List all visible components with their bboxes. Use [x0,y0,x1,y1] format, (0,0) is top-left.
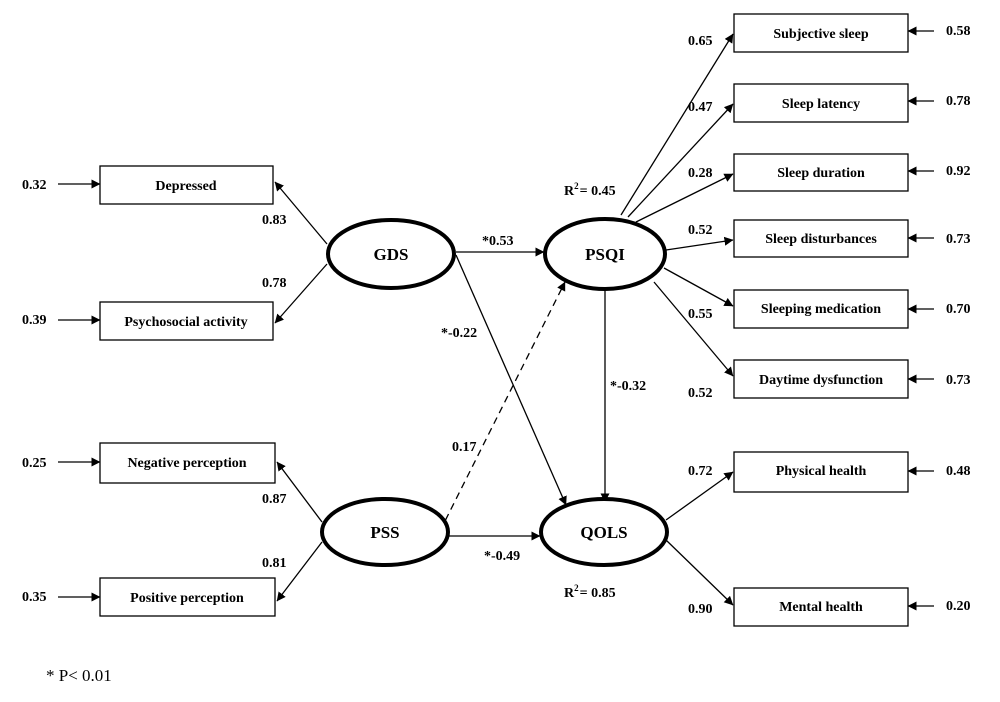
error-value-psychosocial-activity: 0.39 [22,313,47,328]
loading-arrow-qols-mental-health [665,539,734,606]
loading-value-mental-health: 0.90 [688,602,713,617]
path-arrow-gds-qols [455,254,567,506]
latent-label-pss: PSS [370,523,399,542]
latent-node-gds [326,218,456,290]
indicator-box-psychosocial-activity [99,301,274,341]
loading-arrow-pss-negative-perception [276,461,323,523]
indicator-box-depressed [99,165,274,205]
indicator-label-daytime-dysfunction: Daytime dysfunction [759,373,883,388]
error-value-sleep-duration: 0.92 [946,164,971,179]
error-value-sleep-latency: 0.78 [946,94,971,109]
latent-node-pss [320,497,450,567]
path-coef-pss-qols: *-0.49 [484,549,520,564]
indicator-label-mental-health: Mental health [779,600,863,615]
loading-arrow-pss-positive-perception [276,541,323,602]
indicator-label-negative-perception: Negative perception [127,456,246,471]
loading-arrow-gds-depressed [274,181,328,245]
error-value-negative-perception: 0.25 [22,456,47,471]
latent-node-psqi [543,217,667,291]
latent-node-qols [539,497,669,567]
path-arrow-pss-psqi [439,281,566,532]
error-value-sleeping-medication: 0.70 [946,302,971,317]
path-coef-gds-qols: *-0.22 [441,326,477,341]
error-value-positive-perception: 0.35 [22,590,47,605]
loading-arrow-psqi-sleeping-medication [663,267,734,307]
indicator-box-negative-perception [99,442,276,484]
latent-label-gds: GDS [374,245,409,264]
path-coef-pss-psqi: 0.17 [452,440,477,455]
error-value-sleep-disturbances: 0.73 [946,232,971,247]
indicator-box-positive-perception [99,577,276,617]
significance-footnote: * P< 0.01 [46,666,112,685]
indicator-box-subjective-sleep [733,13,909,53]
error-value-subjective-sleep: 0.58 [946,24,971,39]
loading-arrow-gds-psychosocial-activity [274,263,328,324]
loading-arrow-psqi-subjective-sleep [620,33,734,216]
loading-arrow-psqi-sleep-disturbances [665,236,734,251]
loading-value-sleep-duration: 0.28 [688,166,713,181]
indicator-box-sleep-latency [733,83,909,123]
path-coef-psqi-qols: *-0.32 [610,379,646,394]
indicator-label-psychosocial-activity: Psychosocial activity [124,315,247,330]
indicator-label-sleep-latency: Sleep latency [782,97,860,112]
r-squared-psqi: R2= 0.45 [564,181,616,199]
latent-label-psqi: PSQI [585,245,625,264]
loading-value-daytime-dysfunction: 0.52 [688,386,713,401]
error-value-mental-health: 0.20 [946,599,971,614]
indicator-box-sleep-disturbances [733,219,909,258]
indicator-box-sleep-duration [733,153,909,192]
indicator-label-sleep-duration: Sleep duration [777,166,865,181]
indicator-label-sleeping-medication: Sleeping medication [761,302,881,317]
error-value-daytime-dysfunction: 0.73 [946,373,971,388]
loading-value-depressed: 0.83 [262,213,287,228]
indicator-box-mental-health [733,587,909,627]
loading-value-sleep-latency: 0.47 [688,100,713,115]
indicator-box-sleeping-medication [733,289,909,329]
latent-label-qols: QOLS [580,523,627,542]
error-value-depressed: 0.32 [22,178,47,193]
indicator-label-sleep-disturbances: Sleep disturbances [765,232,877,247]
loading-value-physical-health: 0.72 [688,464,713,479]
indicator-box-daytime-dysfunction [733,359,909,399]
loading-arrow-qols-physical-health [665,471,734,521]
loading-value-subjective-sleep: 0.65 [688,34,713,49]
path-coef-gds-psqi: *0.53 [482,234,514,249]
indicator-label-subjective-sleep: Subjective sleep [773,27,868,42]
loading-value-sleeping-medication: 0.55 [688,307,713,322]
r-squared-qols: R2= 0.85 [564,583,616,601]
loading-value-psychosocial-activity: 0.78 [262,276,287,291]
loading-arrow-psqi-sleep-latency [627,103,734,218]
loading-value-positive-perception: 0.81 [262,556,287,571]
loading-value-sleep-disturbances: 0.52 [688,223,713,238]
loading-value-negative-perception: 0.87 [262,492,287,507]
loading-arrow-psqi-sleep-duration [635,173,734,223]
indicator-label-positive-perception: Positive perception [130,591,244,606]
error-value-physical-health: 0.48 [946,464,971,479]
loading-arrow-psqi-daytime-dysfunction [653,281,734,377]
indicator-label-physical-health: Physical health [776,464,867,479]
indicator-label-depressed: Depressed [155,179,216,194]
